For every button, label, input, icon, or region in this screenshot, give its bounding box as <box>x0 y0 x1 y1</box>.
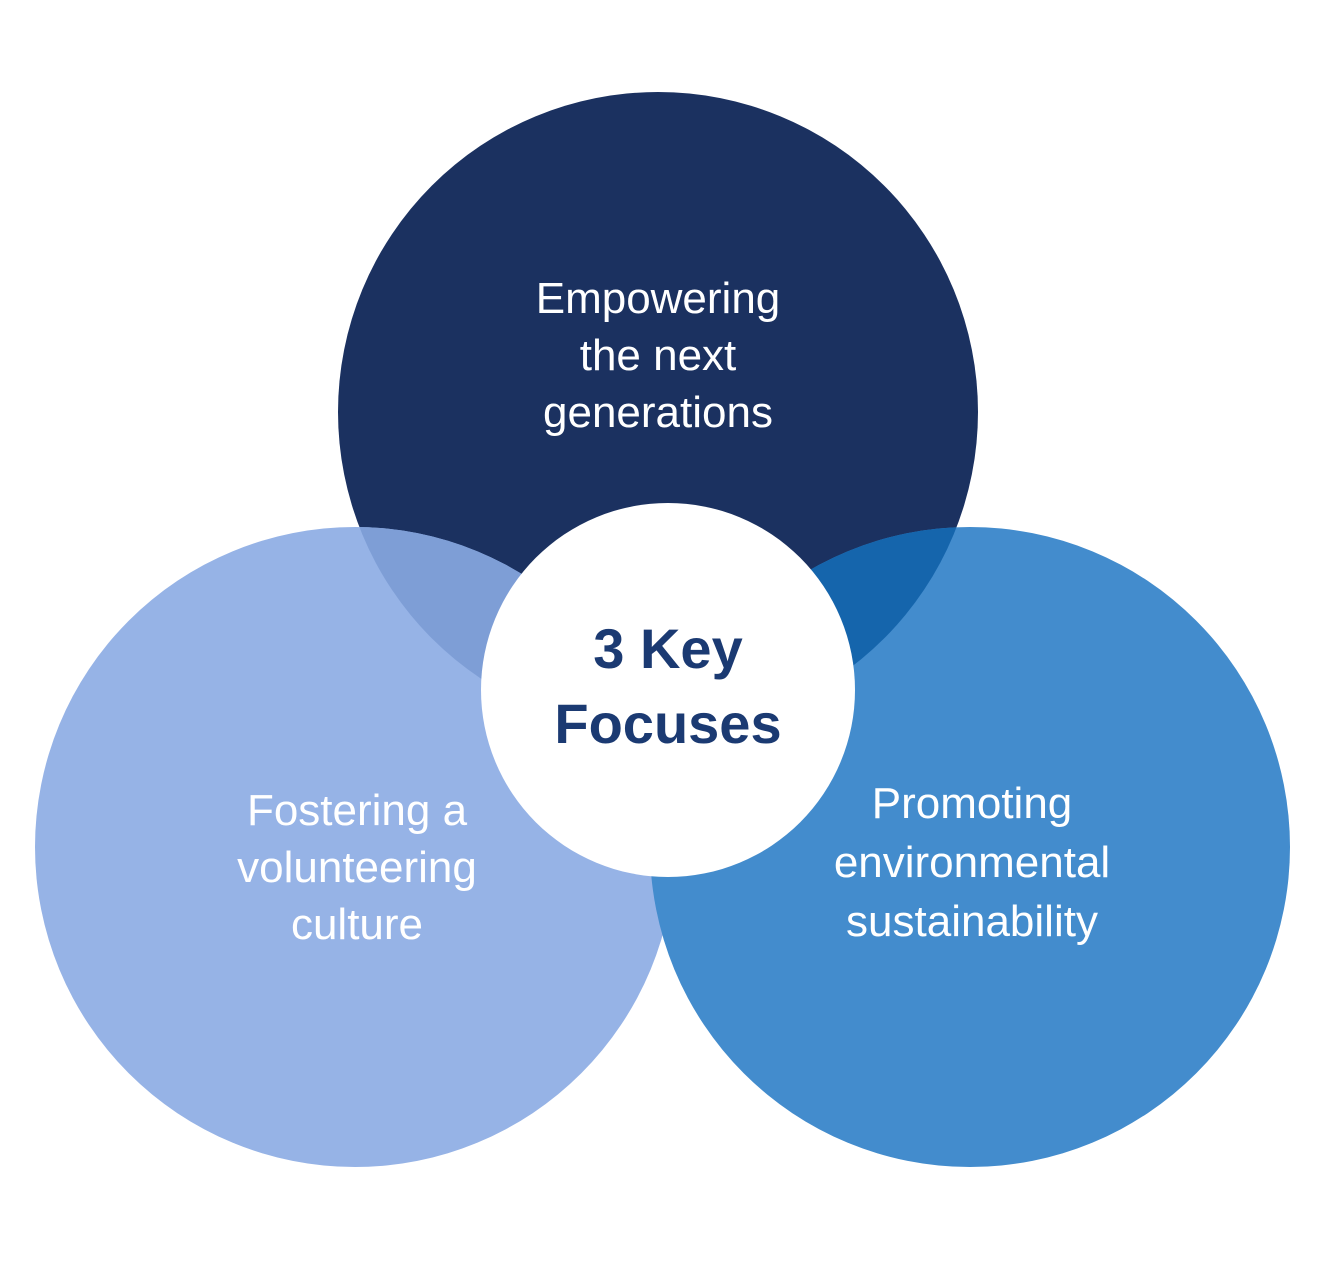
top-label-line-2: the next <box>580 331 737 380</box>
right-circle-label: Promoting environmental sustainability <box>834 779 1110 946</box>
left-circle-label: Fostering a volunteering culture <box>237 786 477 949</box>
top-circle-label: Empowering the next generations <box>536 274 781 437</box>
top-label-line-1: Empowering <box>536 274 781 323</box>
right-label-line-2: environmental <box>834 838 1110 887</box>
center-label-line-2: Focuses <box>554 692 781 755</box>
center-label-line-1: 3 Key <box>593 617 742 680</box>
top-label-line-3: generations <box>543 388 773 437</box>
right-label-line-1: Promoting <box>872 779 1073 828</box>
center-label: 3 Key Focuses <box>554 617 781 755</box>
right-label-line-3: sustainability <box>846 897 1098 946</box>
center-circle <box>481 503 855 877</box>
left-label-line-3: culture <box>291 900 423 949</box>
left-label-line-1: Fostering a <box>247 786 468 835</box>
left-label-line-2: volunteering <box>237 843 477 892</box>
